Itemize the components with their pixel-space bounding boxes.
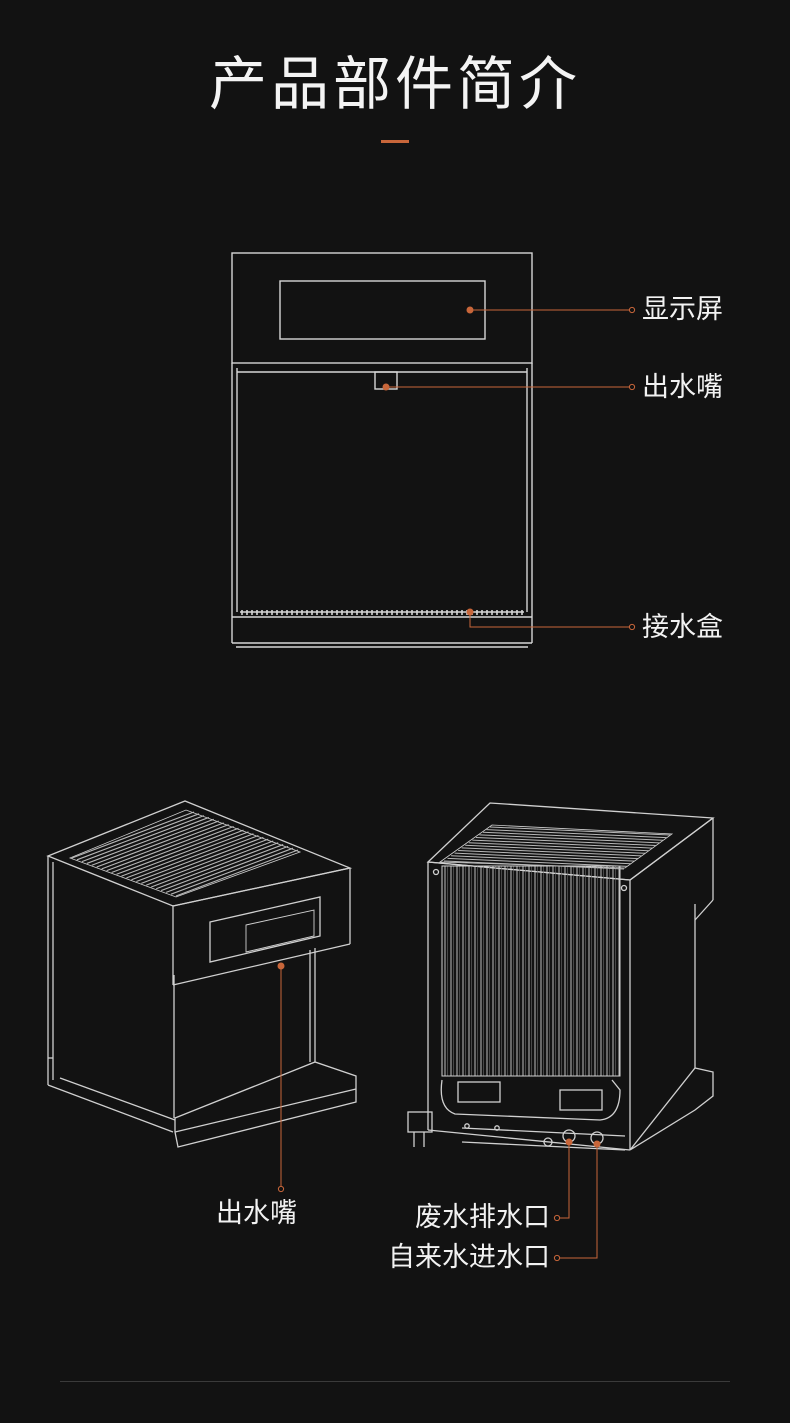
rear-top-vents xyxy=(443,826,671,870)
front-view-machine xyxy=(231,252,533,648)
label-spout-front: 出水嘴 xyxy=(642,372,723,403)
label-display: 显示屏 xyxy=(642,294,723,325)
title-underline xyxy=(381,140,409,143)
label-waste-outlet: 废水排水口 xyxy=(415,1202,550,1233)
footer-divider xyxy=(60,1381,730,1382)
front-callouts xyxy=(382,306,636,631)
page-title: 产品部件简介 xyxy=(208,50,581,118)
label-spout-side: 出水嘴 xyxy=(216,1198,297,1229)
left-top-vents xyxy=(71,811,299,897)
left-perspective-machine xyxy=(46,800,357,1148)
label-tap-inlet: 自来水进水口 xyxy=(388,1242,550,1273)
label-drip-tray: 接水盒 xyxy=(642,612,723,643)
perspective-callouts xyxy=(277,962,601,1262)
rear-filter-grille xyxy=(441,865,621,1077)
